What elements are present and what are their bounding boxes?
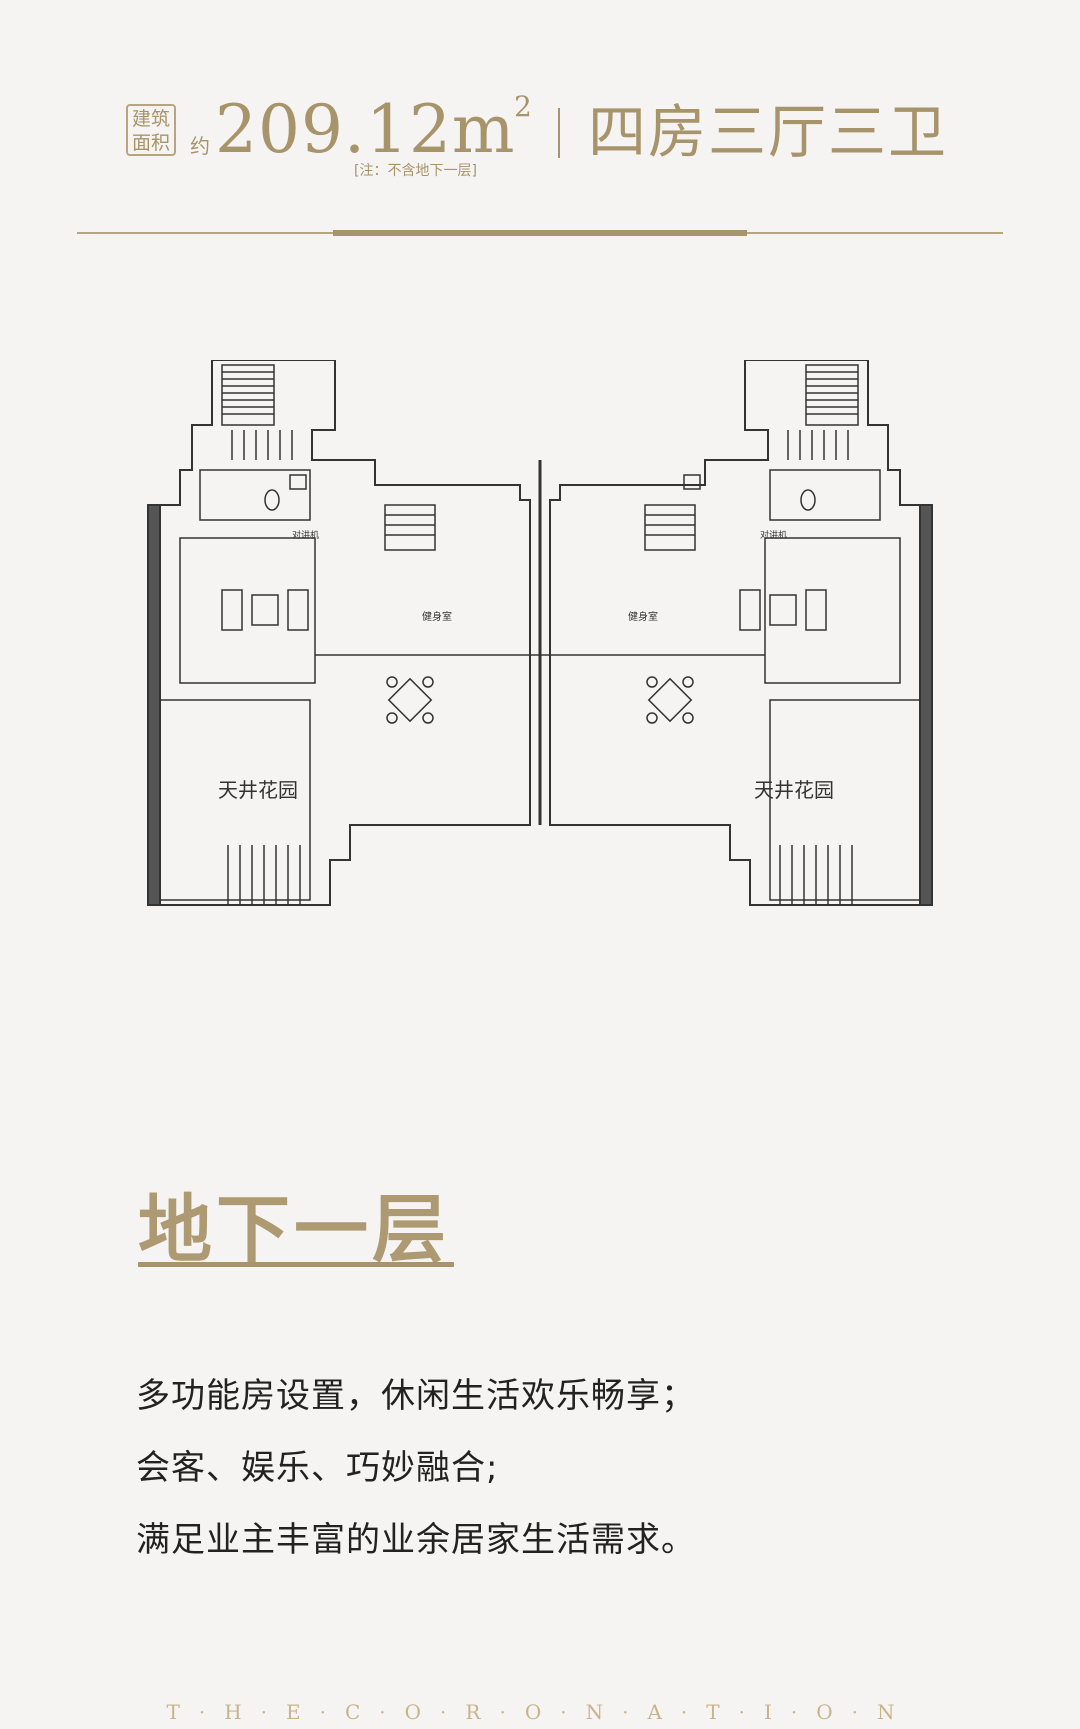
dining-table-icon-left xyxy=(386,676,434,724)
area-value: 209.12m xyxy=(215,91,516,168)
plan-courtyard-right xyxy=(769,699,921,901)
plan-stairs-center-right xyxy=(644,504,696,551)
plan-bathroom-left xyxy=(199,469,311,521)
area-unit-superscript: 2 xyxy=(514,90,532,123)
garden-label-left: 天井花园 xyxy=(218,778,298,802)
header: 建筑 面积 约 209.12m 2 [注：不含地下一层] 四房三厅三卫 xyxy=(0,0,1080,250)
area-note: [注：不含地下一层] xyxy=(354,163,477,179)
sink-icon-left xyxy=(289,474,307,490)
plan-stairs-center-left xyxy=(384,504,436,551)
dining-table-icon-right xyxy=(646,676,694,724)
plan-living-left xyxy=(179,537,316,684)
area-label-box: 建筑 面积 xyxy=(126,104,176,156)
sofa-icon-right xyxy=(739,589,827,631)
approx-label: 约 xyxy=(190,134,210,158)
header-rule-thick xyxy=(333,230,747,236)
description-line: 满足业主丰富的业余居家生活需求。 xyxy=(136,1520,696,1560)
floor-title: 地下一层 xyxy=(138,1187,450,1273)
plan-stairs-top-left xyxy=(221,364,293,460)
sofa-icon-left xyxy=(221,589,309,631)
toilet-icon-left xyxy=(264,489,280,511)
plan-stairs-top-right xyxy=(787,364,859,460)
description-line: 会客、娱乐、巧妙融合; xyxy=(136,1448,499,1488)
floor-plan: 对讲机 对讲机 健身室 健身室 天井花园 天井花园 xyxy=(147,360,933,906)
plan-bathroom-right xyxy=(769,469,881,521)
plan-stairs-courtyard-right xyxy=(779,845,853,905)
description-line: 多功能房设置，休闲生活欢乐畅享； xyxy=(136,1376,696,1416)
sink-icon-right xyxy=(683,474,701,490)
plan-stairs-courtyard-left xyxy=(227,845,301,905)
floor-title-underline xyxy=(138,1262,454,1267)
toilet-icon-right xyxy=(800,489,816,511)
intercom-label-right: 对讲机 xyxy=(760,529,787,541)
plan-side-wall-left xyxy=(147,504,161,906)
area-label-line1: 建筑 xyxy=(131,108,170,130)
layout-title: 四房三厅三卫 xyxy=(588,98,949,166)
header-divider xyxy=(558,108,560,158)
gym-label-left: 健身室 xyxy=(422,610,452,623)
garden-label-right: 天井花园 xyxy=(754,778,834,802)
plan-side-wall-right xyxy=(919,504,933,906)
area-label-line2: 面积 xyxy=(131,132,170,154)
plan-living-right xyxy=(764,537,901,684)
intercom-label-left: 对讲机 xyxy=(292,529,319,541)
brand-wordmark: T·H·E·C·O·R·O·N·A·T·I·O·N xyxy=(166,1700,914,1724)
plan-courtyard-left xyxy=(159,699,311,901)
description: 多功能房设置，休闲生活欢乐畅享； 会客、娱乐、巧妙融合; 满足业主丰富的业余居家… xyxy=(136,1360,696,1576)
gym-label-right: 健身室 xyxy=(628,610,658,623)
plan-wall-left xyxy=(147,360,531,906)
plan-wall-right xyxy=(549,360,933,906)
